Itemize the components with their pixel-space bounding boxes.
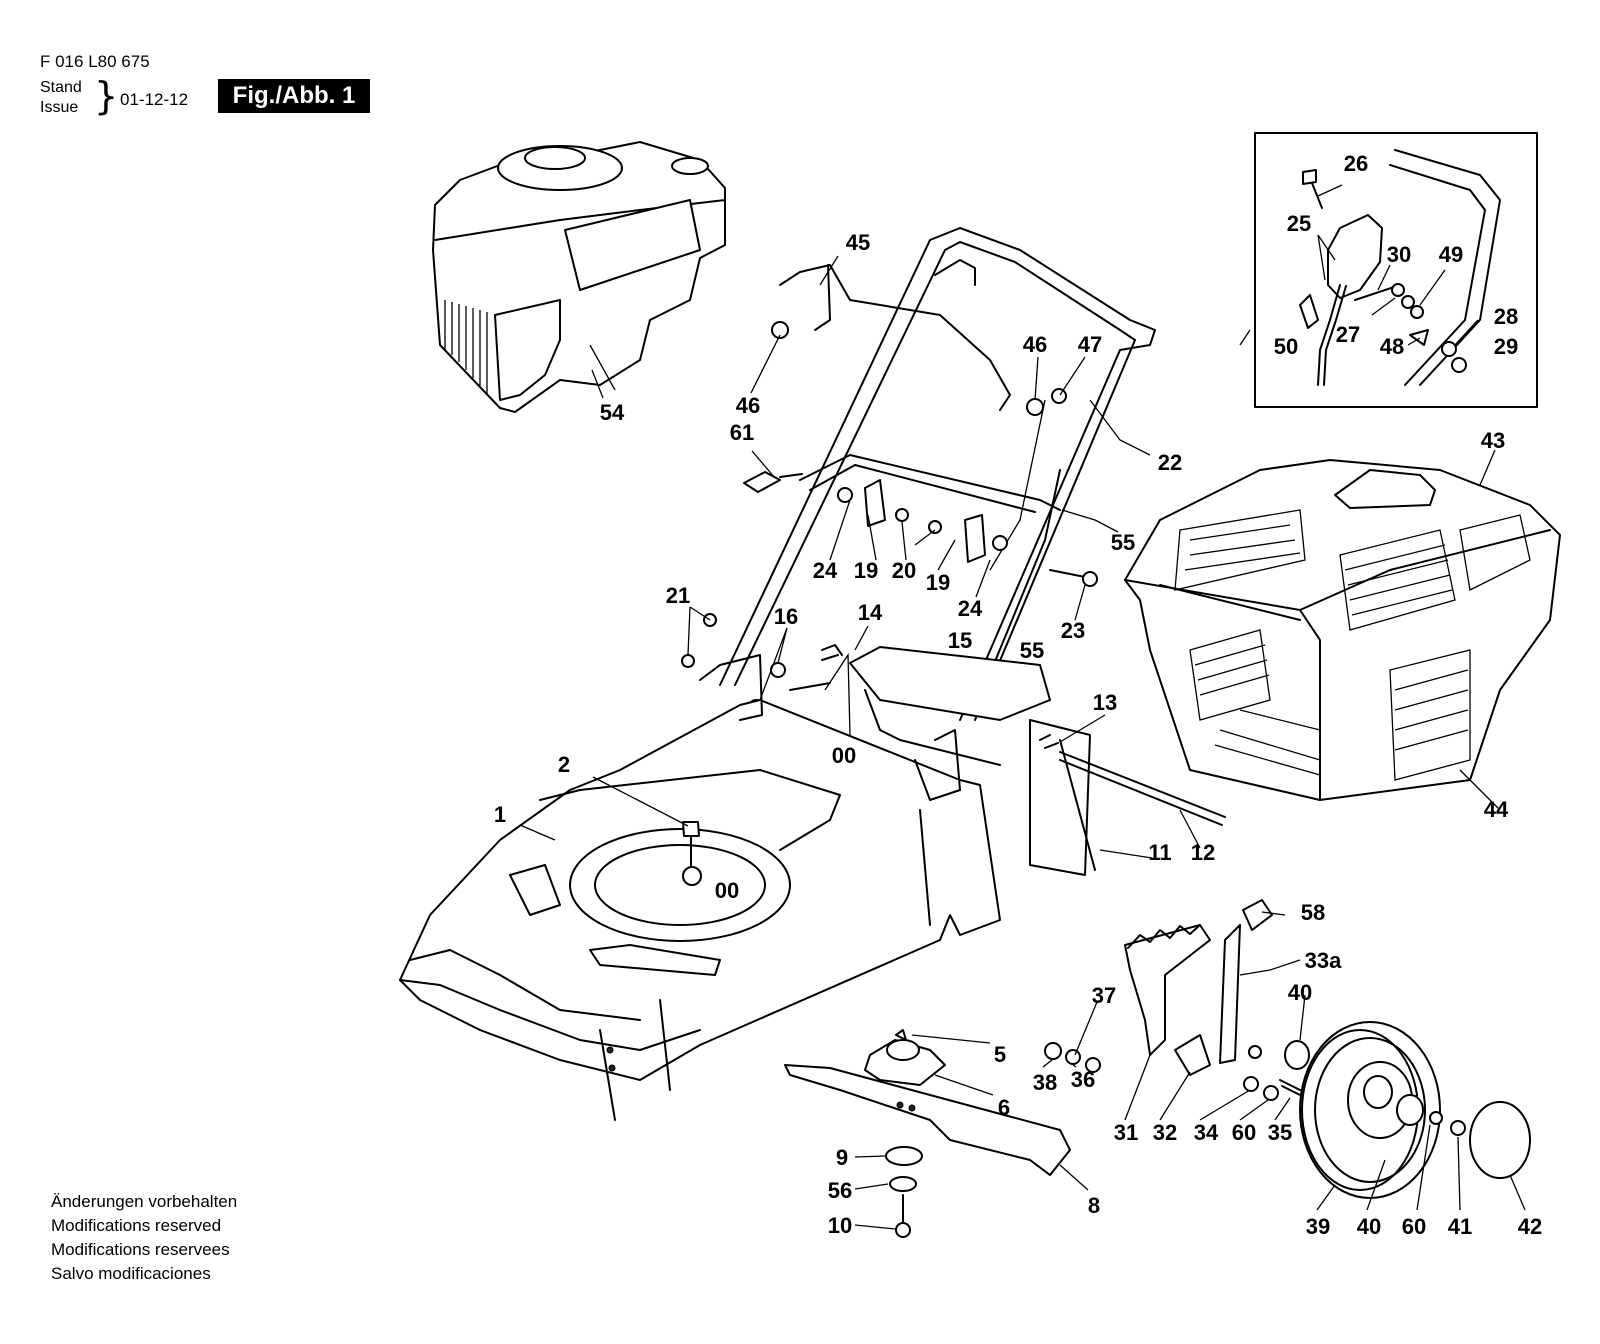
- mower-deck-drawing: [399, 654, 1001, 1121]
- label-spring-35: 35: [1268, 1120, 1292, 1145]
- label-grip-58: 58: [1301, 900, 1325, 925]
- blade-drawing: [784, 1029, 1071, 1238]
- label-nut-21: 21: [666, 583, 690, 608]
- label-washer-60-right: 60: [1402, 1214, 1426, 1239]
- label-lever-33a: 33a: [1305, 948, 1342, 973]
- axle-drawing: [1039, 734, 1226, 826]
- label-clamp-19-left: 19: [854, 558, 878, 583]
- label-nut-00-center: 00: [715, 878, 739, 903]
- height-adjuster-drawing: [1044, 899, 1303, 1101]
- label-blade-8: 8: [1088, 1193, 1100, 1218]
- wheel-drawing: [1284, 1021, 1531, 1199]
- label-inset-29: 29: [1494, 334, 1518, 359]
- label-flap-15: 15: [948, 628, 972, 653]
- label-cable: 55: [1111, 530, 1135, 555]
- label-inset-50: 50: [1274, 334, 1298, 359]
- footer-note-fr: Modifications reservees: [51, 1240, 230, 1259]
- label-clamp-19-right: 19: [926, 570, 950, 595]
- footer-note-es: Salvo modificaciones: [51, 1264, 211, 1283]
- figure-label: Fig./Abb. 1: [218, 79, 370, 113]
- brace-glyph: }: [94, 74, 119, 118]
- label-bearing-40-top: 40: [1288, 980, 1312, 1005]
- label-inset-28: 28: [1494, 304, 1518, 329]
- handle-drawing: [719, 227, 1156, 721]
- label-washer-36: 36: [1071, 1067, 1095, 1092]
- label-bearing-40-bottom: 40: [1357, 1214, 1381, 1239]
- footer-note-de: Änderungen vorbehalten: [51, 1192, 238, 1211]
- label-washer-34: 34: [1194, 1120, 1219, 1145]
- label-inset-27: 27: [1336, 322, 1360, 347]
- label-bolt-23: 23: [1061, 618, 1085, 643]
- part-labels: 54 45 46 46 47 61 22 55 24 19 20 19 24 2…: [494, 151, 1542, 1239]
- grass-box-drawing: [1124, 459, 1561, 801]
- label-inset-48: 48: [1380, 334, 1404, 359]
- footer-note-en: Modifications reserved: [51, 1216, 222, 1235]
- leader-lines: [519, 184, 1526, 1230]
- label-hub-6: 6: [998, 1095, 1010, 1120]
- label-grass-box-44: 44: [1484, 797, 1509, 822]
- footer-notes: Änderungen vorbehalten Modifications res…: [51, 1190, 237, 1286]
- label-washer-56: 56: [828, 1178, 852, 1203]
- label-screw-24-right: 24: [958, 596, 983, 621]
- label-nut-41: 41: [1448, 1214, 1472, 1239]
- handle-fasteners: [681, 321, 1098, 736]
- label-bracket-32: 32: [1153, 1120, 1177, 1145]
- stand-label: Stand: [40, 79, 82, 96]
- label-rear-flap-11: 11: [1148, 840, 1171, 865]
- label-nut-46-left: 46: [736, 393, 760, 418]
- label-screw-2: 2: [558, 752, 570, 777]
- issue-label: Issue: [40, 99, 79, 116]
- part-number: F 016 L80 675: [40, 52, 150, 71]
- label-wheel-39: 39: [1306, 1214, 1330, 1239]
- label-washer-60-left: 60: [1232, 1120, 1256, 1145]
- label-cable-clip: 47: [1078, 332, 1102, 357]
- label-nut-38: 38: [1033, 1070, 1057, 1095]
- label-cable-lower: 55: [1020, 638, 1044, 663]
- label-spring-13: 13: [1093, 690, 1117, 715]
- label-washer-9: 9: [836, 1145, 848, 1170]
- label-screw-24-left: 24: [813, 558, 838, 583]
- label-nut-20: 20: [892, 558, 916, 583]
- label-handle: 22: [1158, 450, 1182, 475]
- label-bolt-10: 10: [828, 1213, 852, 1238]
- label-bolt-61: 61: [730, 420, 754, 445]
- label-lever-bar: 45: [846, 230, 870, 255]
- label-washer-16: 16: [774, 604, 798, 629]
- label-grass-box-43: 43: [1481, 428, 1505, 453]
- label-plate-31: 31: [1114, 1120, 1138, 1145]
- issue-date: 01-12-12: [120, 90, 189, 109]
- label-axle-12: 12: [1191, 840, 1215, 865]
- label-nut-37: 37: [1092, 983, 1116, 1008]
- engine-drawing: [432, 141, 726, 413]
- label-nut-46-right: 46: [1023, 332, 1047, 357]
- label-bolt-00-handle: 00: [832, 743, 856, 768]
- label-cap-42: 42: [1518, 1214, 1542, 1239]
- label-inset-lever-25: 25: [1287, 211, 1311, 236]
- inset-detail-box: [1254, 132, 1538, 408]
- label-spring-14: 14: [858, 600, 883, 625]
- label-engine: 54: [600, 400, 625, 425]
- label-inset-49: 49: [1439, 242, 1463, 267]
- label-deck-1: 1: [494, 802, 506, 827]
- label-inset-bolt-26: 26: [1344, 151, 1368, 176]
- label-inset-30: 30: [1387, 242, 1411, 267]
- label-key-5: 5: [994, 1042, 1006, 1067]
